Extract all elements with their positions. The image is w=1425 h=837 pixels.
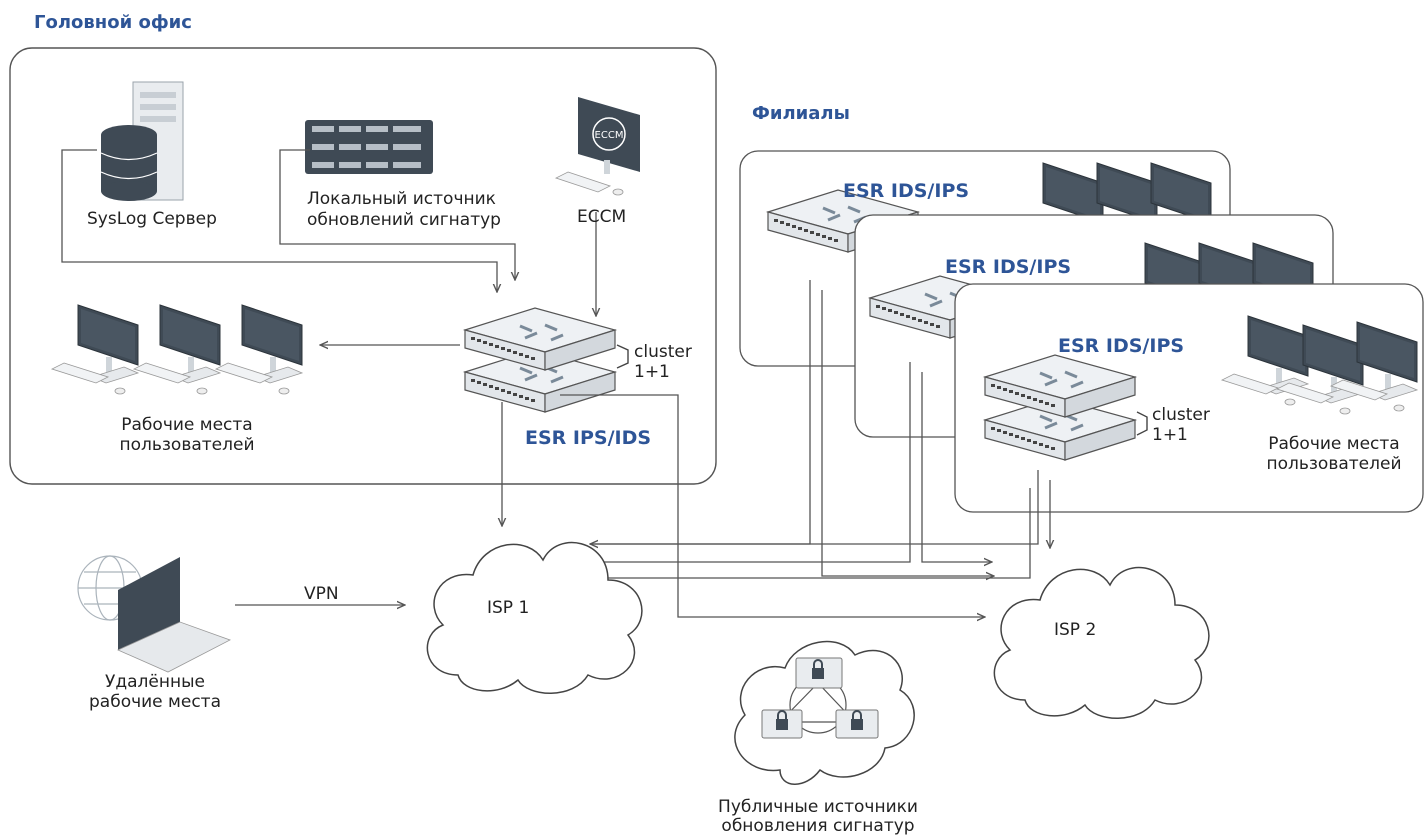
isp1-cloud — [426, 541, 643, 695]
branch-cluster-label-line2: 1+1 — [1152, 425, 1188, 445]
vpn-label: VPN — [304, 584, 339, 604]
isp2-label: ISP 2 — [1054, 620, 1097, 640]
branch-workstations-label-line2: пользователей — [1266, 454, 1402, 474]
branch-box-3 — [954, 283, 1424, 513]
eccm-monitor-icon: ECCM — [554, 97, 640, 196]
remote-label-line1: Удалённые — [105, 672, 205, 692]
isp2-cloud — [993, 566, 1210, 720]
eccm-logo-text: ECCM — [595, 130, 624, 141]
local-source-label-line2: обновлений сигнатур — [307, 210, 501, 230]
syslog-server-icon — [100, 81, 184, 201]
hq-cluster-bracket — [616, 344, 629, 369]
public-sources-label-line2: обновления сигнатур — [721, 816, 915, 836]
branch-cluster-bracket — [1136, 411, 1148, 436]
public-sources-cloud — [734, 640, 915, 785]
branch-3-esr-label: ESR IDS/IPS — [1058, 335, 1185, 357]
hq-cluster-label-line1: cluster — [634, 342, 692, 362]
local-source-label-line1: Локальный источник — [307, 189, 496, 209]
branch-1-esr-label: ESR IDS/IPS — [843, 180, 970, 202]
head-office-title: Головной офис — [34, 12, 192, 33]
branch-cluster-label-line1: cluster — [1152, 405, 1210, 425]
hq-cluster-label-line2: 1+1 — [634, 362, 670, 382]
eccm-label: ECCM — [577, 207, 627, 227]
syslog-server-label: SysLog Сервер — [87, 209, 217, 229]
branch-2-esr-label: ESR IDS/IPS — [945, 256, 1072, 278]
lock-monitor-icon — [761, 657, 879, 739]
hq-esr-label: ESR IPS/IDS — [525, 427, 652, 449]
hq-workstations-label-line2: пользователей — [119, 435, 255, 455]
branch-connections — [590, 280, 1050, 578]
isp1-label: ISP 1 — [487, 598, 530, 618]
public-sources-label-line1: Публичные источники — [718, 797, 918, 817]
local-update-source-icon — [305, 120, 433, 174]
branch-workstations-label-line1: Рабочие места — [1268, 434, 1400, 454]
hq-connections — [61, 149, 985, 617]
branches-title: Филиалы — [752, 103, 850, 124]
remote-laptop-icon — [77, 555, 231, 673]
hq-workstations-label-line1: Рабочие места — [121, 415, 253, 435]
remote-label-line2: рабочие места — [89, 692, 221, 712]
